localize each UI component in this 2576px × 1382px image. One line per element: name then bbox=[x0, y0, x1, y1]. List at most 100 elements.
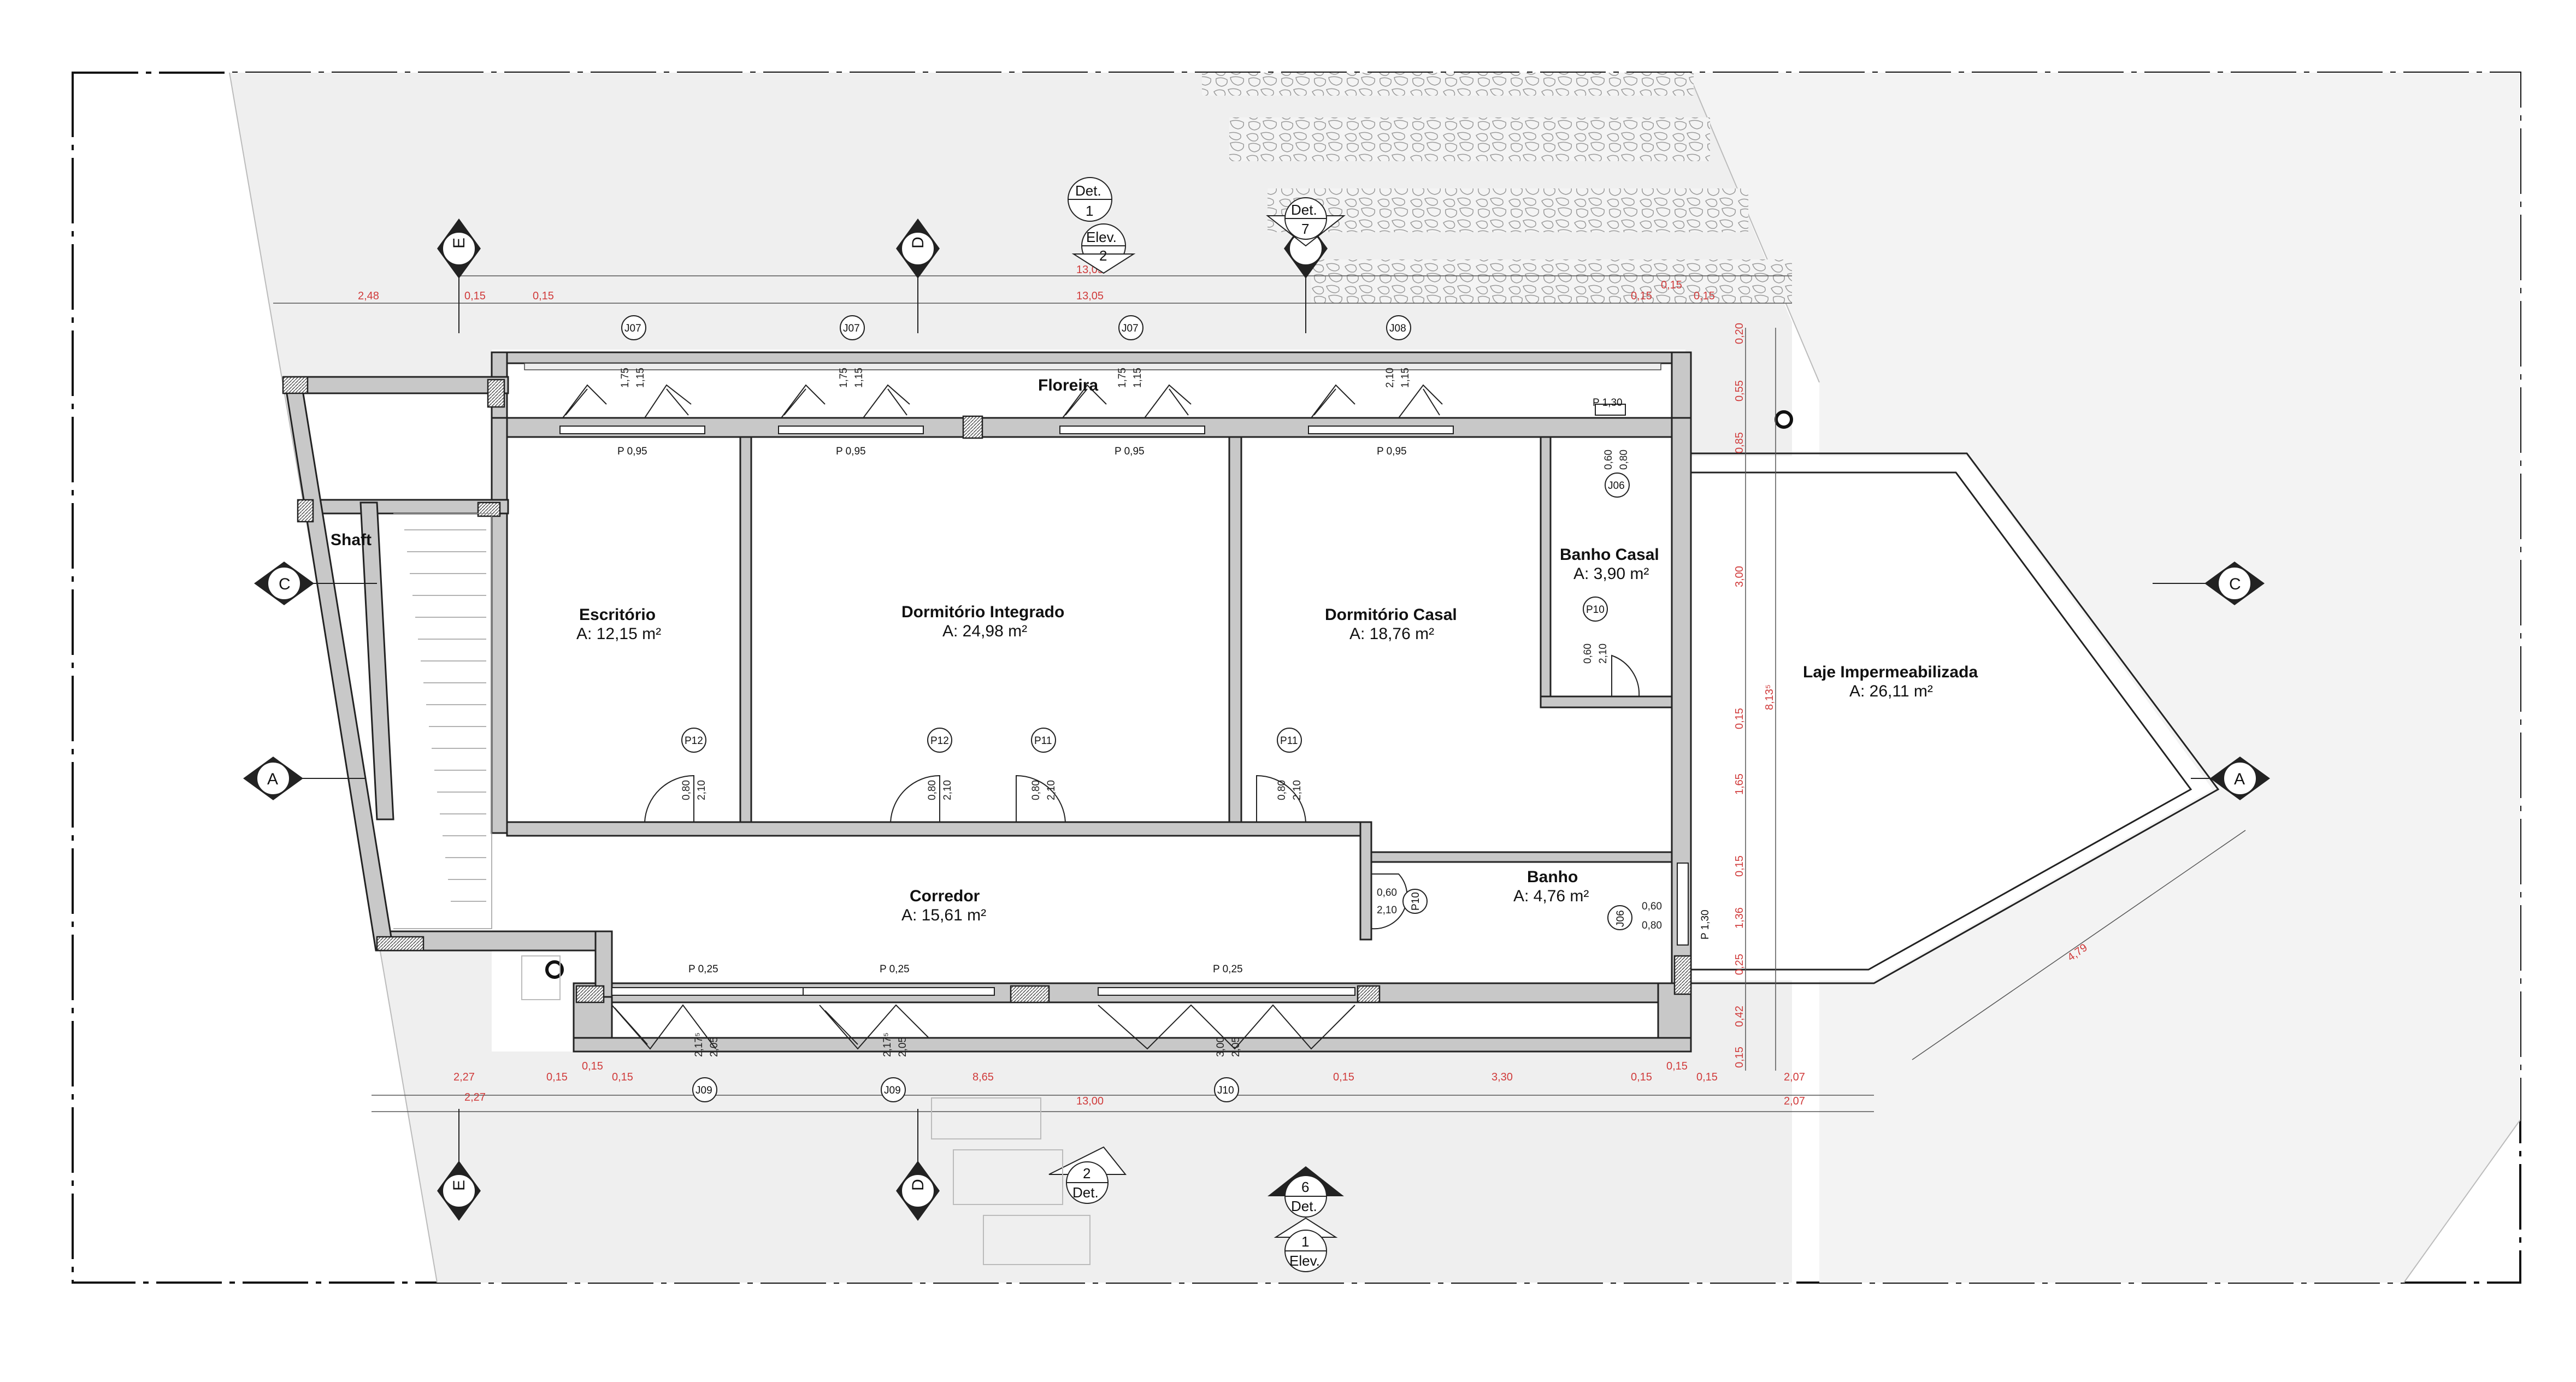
door-size: 0,60 bbox=[1582, 643, 1594, 664]
stairs bbox=[393, 513, 492, 929]
window-tag-j07: J07 bbox=[843, 323, 860, 334]
dim-right: 0,55 bbox=[1734, 380, 1746, 401]
columns bbox=[282, 376, 1692, 1003]
section-label-c: C bbox=[2229, 575, 2241, 593]
window-casements bbox=[559, 384, 1454, 1050]
room-area-laje: A: 26,11 m² bbox=[1849, 682, 1933, 700]
window-height: 1,15 bbox=[1132, 368, 1143, 388]
dim-right: 0,25 bbox=[1734, 954, 1746, 975]
wall bbox=[1671, 417, 1692, 1053]
dim-bottom: 0,15 bbox=[582, 1060, 603, 1072]
room-name-dormitorio-integrado: Dormitório Integrado bbox=[901, 603, 1064, 621]
dim-top: 0,15 bbox=[1694, 290, 1715, 302]
floreira-planter bbox=[524, 363, 1661, 370]
room-area-dormitorio-integrado: A: 24,98 m² bbox=[942, 622, 1027, 640]
column bbox=[487, 379, 505, 408]
wall bbox=[1540, 695, 1676, 708]
section-label-e: E bbox=[450, 238, 468, 249]
window-tag-j09: J09 bbox=[884, 1085, 901, 1096]
door-size: 0,80 bbox=[1276, 780, 1288, 800]
stone-paving bbox=[1202, 73, 1694, 96]
window-tag-j10: J10 bbox=[1217, 1085, 1234, 1096]
window-tag-j08: J08 bbox=[1389, 323, 1406, 334]
section-marker-a-right: A bbox=[2191, 757, 2270, 800]
wall bbox=[506, 821, 1371, 837]
section-marker-c-right: C bbox=[2153, 562, 2265, 605]
window-j07-1 bbox=[562, 384, 692, 418]
elevation-number: 2 bbox=[1099, 247, 1107, 264]
detail-number: 1 bbox=[1086, 203, 1093, 219]
door-tag-p11: P11 bbox=[1034, 735, 1052, 747]
window-sill: P 1,30 bbox=[1700, 909, 1711, 940]
window-tag-j09: J09 bbox=[695, 1085, 712, 1096]
room-area-dormitorio-casal: A: 18,76 m² bbox=[1349, 625, 1434, 643]
wall bbox=[491, 351, 1692, 364]
window-tag-j07: J07 bbox=[624, 323, 641, 334]
door-size: 2,10 bbox=[696, 780, 708, 800]
wall bbox=[1359, 821, 1372, 941]
window-j09-1 bbox=[611, 1004, 716, 1050]
dim-bottom: 13,00 bbox=[1076, 1095, 1104, 1107]
dim-right: 0,15 bbox=[1734, 855, 1746, 877]
door-size: 2,10 bbox=[942, 780, 953, 800]
window-tag-j06: J06 bbox=[1615, 910, 1626, 927]
room-labels: Floreira Shaft Escritório A: 12,15 m² Do… bbox=[331, 376, 1978, 924]
section-marker-a-left: A bbox=[243, 757, 366, 800]
dim-bottom: 2,07 bbox=[1784, 1095, 1805, 1107]
room-name-laje: Laje Impermeabilizada bbox=[1803, 663, 1978, 681]
window-tag-j07: J07 bbox=[1122, 323, 1139, 334]
dim-bottom: 0,15 bbox=[612, 1071, 633, 1083]
dim-top: 0,15 bbox=[1661, 279, 1682, 291]
wall bbox=[359, 501, 394, 820]
column bbox=[297, 499, 314, 523]
door-p11-casal bbox=[1256, 775, 1306, 823]
fixture bbox=[1677, 863, 1689, 946]
site-outlines bbox=[521, 955, 1090, 1265]
window-j10 bbox=[1098, 1004, 1355, 1050]
window-height: 2,17⁵ bbox=[882, 1032, 893, 1057]
wall bbox=[491, 417, 508, 834]
door-tags: P12 0,80 2,10 P12 0,80 2,10 P11 0,80 2,1… bbox=[681, 596, 1609, 916]
walls bbox=[283, 351, 1692, 1053]
dim-right: 0,15 bbox=[1734, 1047, 1746, 1068]
window-j07-3 bbox=[1062, 384, 1192, 418]
dim-bottom: 2,27 bbox=[464, 1091, 486, 1103]
window-height: 2,05 bbox=[709, 1037, 720, 1057]
window-sill: P 1,30 bbox=[1593, 397, 1623, 409]
window-height: 0,60 bbox=[1603, 450, 1614, 470]
window-j09-2 bbox=[819, 1004, 929, 1050]
window-height: 3,00 bbox=[1215, 1037, 1227, 1057]
door-size: 2,10 bbox=[1377, 905, 1397, 916]
window-height: 0,60 bbox=[1642, 901, 1662, 912]
room-name-banho: Banho bbox=[1527, 868, 1578, 886]
section-marker-e-top: E bbox=[437, 218, 481, 333]
wall bbox=[739, 436, 752, 826]
door-size: 2,10 bbox=[1598, 643, 1609, 664]
wall bbox=[283, 376, 509, 394]
section-marker-e-bottom: E bbox=[437, 1109, 481, 1221]
door-tag-p11: P11 bbox=[1280, 735, 1298, 747]
column bbox=[1673, 955, 1692, 995]
dim-bottom: 0,15 bbox=[546, 1071, 568, 1083]
elevation-label: Elev. bbox=[1289, 1253, 1320, 1269]
window-sill: P 0,25 bbox=[880, 964, 910, 975]
site-line bbox=[2403, 1119, 2521, 1283]
detail-label: Det. bbox=[1291, 202, 1317, 218]
dim-bottom: 3,30 bbox=[1492, 1071, 1513, 1083]
door-size: 0,80 bbox=[681, 780, 692, 800]
room-name-escritorio: Escritório bbox=[579, 606, 656, 624]
drain-marker bbox=[545, 960, 564, 979]
door-tag-p12: P12 bbox=[685, 735, 703, 747]
dim-right: 0,85 bbox=[1734, 432, 1746, 453]
section-label-e: E bbox=[450, 1180, 468, 1191]
dim-right: 3,00 bbox=[1734, 566, 1746, 587]
column bbox=[282, 376, 309, 394]
dim-bottom: 0,15 bbox=[1631, 1071, 1652, 1083]
window-sill: P 0,95 bbox=[1377, 446, 1407, 457]
dim-right: 8,13⁵ bbox=[1764, 684, 1776, 710]
section-label-d: D bbox=[909, 1179, 927, 1191]
detail-number: 6 bbox=[1301, 1179, 1309, 1195]
room-name-shaft: Shaft bbox=[331, 531, 372, 549]
dim-top: 0,15 bbox=[533, 290, 554, 302]
dim-bottom: 0,15 bbox=[1696, 1071, 1718, 1083]
